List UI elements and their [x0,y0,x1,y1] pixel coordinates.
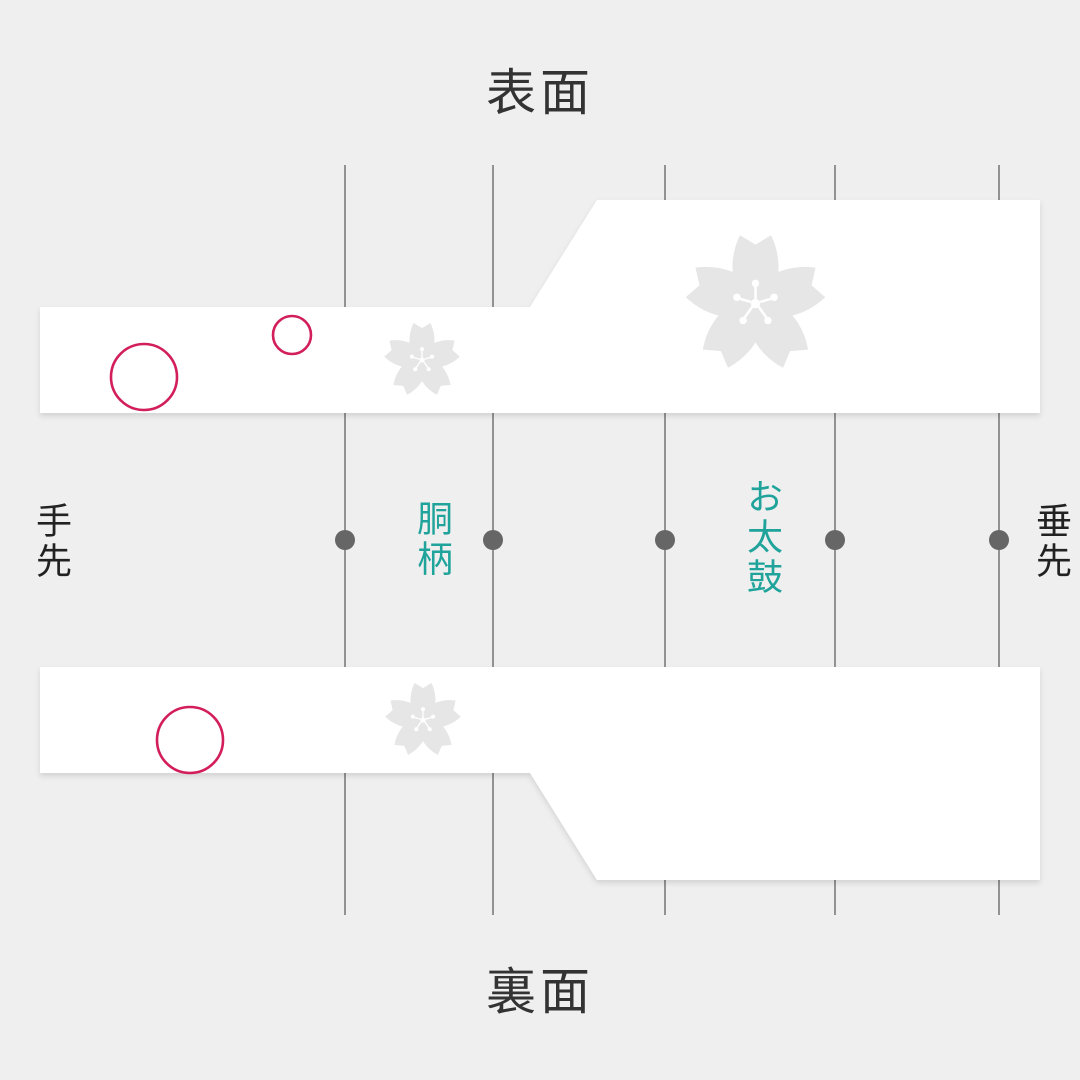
circle-outline-icon [271,314,313,356]
marker-dot [989,530,1009,550]
circle-outline-icon [109,342,179,412]
right-end-label: 垂先 [1030,502,1071,582]
marker-dot [655,530,675,550]
front-band [40,200,1040,413]
marker-dot [335,530,355,550]
section-label-taiko: お太鼓 [741,478,782,598]
left-end-label: 手先 [30,502,71,582]
circle-outline-icon [155,705,225,775]
section-label-body: 胴柄 [411,500,452,580]
front-heading: 表面 [486,64,594,122]
marker-dot [825,530,845,550]
marker-dots [335,530,1009,550]
back-band [40,667,1040,880]
marker-dot [483,530,503,550]
back-heading: 裏面 [486,963,594,1021]
